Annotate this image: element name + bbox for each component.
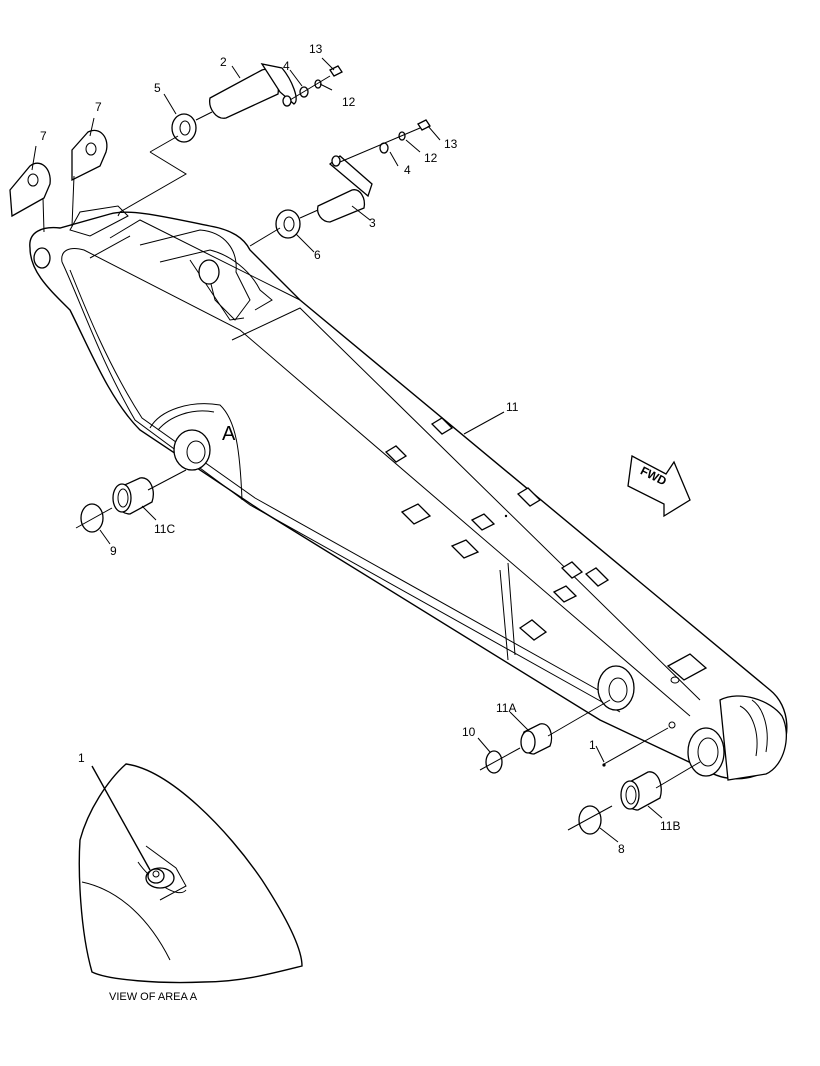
bushing-11c	[112, 469, 187, 515]
callout-13-top: 13	[309, 42, 323, 56]
bushing-11a	[520, 699, 611, 755]
callout-12-top: 12	[342, 95, 356, 109]
shim-7-left	[9, 162, 51, 218]
callout-1-detail: 1	[78, 751, 85, 765]
callout-5: 5	[154, 81, 161, 95]
detail-caption: VIEW OF AREA A	[109, 991, 198, 1003]
callout-4-mid: 4	[404, 163, 411, 177]
area-marker-a: A	[222, 423, 236, 445]
callout-11b: 11B	[660, 819, 680, 833]
pin-2	[209, 63, 297, 119]
callout-11a: 11A	[496, 701, 516, 715]
detail-view-area-a: 1 VIEW OF AREA A	[78, 751, 303, 1003]
hardware-mid	[339, 119, 431, 163]
callout-13-mid: 13	[444, 137, 458, 151]
callout-12-mid: 12	[424, 151, 438, 165]
callout-10: 10	[462, 725, 476, 739]
callout-7-left: 7	[40, 129, 47, 143]
bushing-11b	[620, 761, 701, 811]
callout-9: 9	[110, 544, 117, 558]
fwd-arrow-icon: FWD	[627, 454, 691, 518]
callout-7-right: 7	[95, 100, 102, 114]
washer-6	[275, 209, 301, 239]
ring-8	[567, 805, 613, 835]
pin-3	[316, 155, 373, 223]
callout-11: 11	[506, 400, 519, 414]
washer-5	[171, 113, 197, 143]
callout-3: 3	[369, 216, 376, 230]
callout-1-main: 1	[589, 738, 596, 752]
callout-leaders	[31, 57, 663, 843]
ring-9	[75, 503, 113, 533]
callout-4-top: 4	[283, 59, 290, 73]
hardware-top	[289, 65, 343, 101]
callout-11c: 11C	[154, 522, 175, 536]
shim-7-right	[71, 129, 108, 182]
boom-body	[29, 205, 788, 781]
callout-8: 8	[618, 842, 625, 856]
ring-10	[479, 747, 521, 774]
callout-2: 2	[220, 55, 227, 69]
callout-6: 6	[314, 248, 321, 262]
